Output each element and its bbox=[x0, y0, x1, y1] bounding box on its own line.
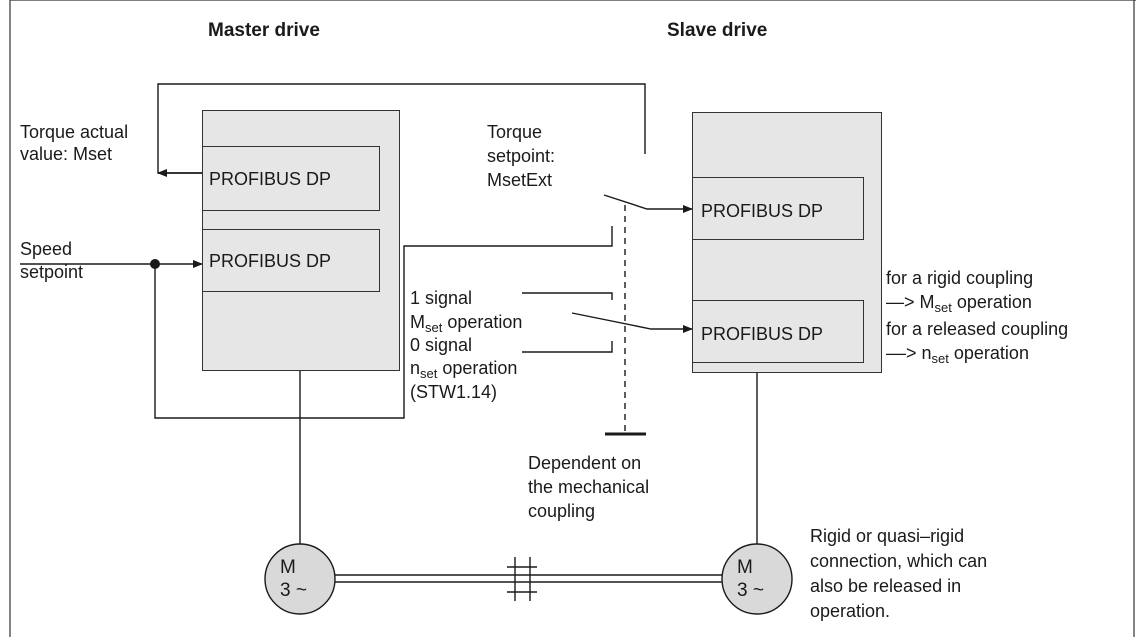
rigid-mset-label: —> Mset operation bbox=[886, 292, 1032, 315]
slave-profibus-bottom-label: PROFIBUS DP bbox=[701, 324, 824, 344]
slave-motor-label-1: M bbox=[737, 557, 753, 578]
dependent-label-2: the mechanical bbox=[528, 477, 650, 497]
signal-1-label: 1 signal bbox=[410, 288, 473, 308]
master-profibus-top-label: PROFIBUS DP bbox=[209, 169, 332, 189]
dependent-label-3: coupling bbox=[528, 501, 596, 521]
signal-0-label: 0 signal bbox=[410, 335, 473, 355]
mset-operation-label: Mset operation bbox=[410, 312, 523, 335]
master-profibus-top: PROFIBUS DP bbox=[202, 146, 380, 211]
torque-setpoint-label-3: MsetExt bbox=[487, 170, 553, 190]
dependent-label-1: Dependent on bbox=[528, 453, 642, 473]
released-coupling-label: for a released coupling bbox=[886, 319, 1069, 339]
slave-drive-heading: Slave drive bbox=[667, 20, 768, 41]
connection-label-1: Rigid or quasi–rigid bbox=[810, 526, 965, 546]
master-motor-circle bbox=[264, 543, 336, 615]
master-drive-heading: Master drive bbox=[208, 20, 320, 41]
slave-motor-circle bbox=[721, 543, 793, 615]
speed-setpoint-label-2: setpoint bbox=[20, 262, 84, 282]
slave-motor-label-2: 3 ~ bbox=[737, 580, 764, 601]
torque-actual-label-1: Torque actual bbox=[20, 122, 129, 142]
connection-label-2: connection, which can bbox=[810, 551, 988, 571]
master-profibus-bottom: PROFIBUS DP bbox=[202, 229, 380, 292]
slave-profibus-top-label: PROFIBUS DP bbox=[701, 201, 824, 221]
coupling-shaft bbox=[333, 574, 723, 583]
connection-label-3: also be released in bbox=[810, 576, 962, 596]
stw-label: (STW1.14) bbox=[410, 382, 498, 402]
slave-profibus-top: PROFIBUS DP bbox=[692, 177, 864, 240]
master-profibus-bottom-label: PROFIBUS DP bbox=[209, 251, 332, 271]
torque-setpoint-label-1: Torque bbox=[487, 122, 543, 142]
released-nset-label: ––> nset operation bbox=[886, 343, 1029, 366]
slave-profibus-bottom: PROFIBUS DP bbox=[692, 300, 864, 363]
torque-setpoint-label-2: setpoint: bbox=[487, 146, 556, 166]
coupling-symbol bbox=[507, 557, 537, 601]
rigid-coupling-label: for a rigid coupling bbox=[886, 268, 1034, 288]
nset-operation-label: nset operation bbox=[410, 358, 518, 381]
master-motor-label-1: M bbox=[280, 557, 296, 578]
torque-actual-label-2: value: Mset bbox=[20, 144, 113, 164]
connection-label-4: operation. bbox=[810, 601, 891, 621]
master-motor-label-2: 3 ~ bbox=[280, 580, 307, 601]
speed-setpoint-label-1: Speed bbox=[20, 239, 73, 259]
